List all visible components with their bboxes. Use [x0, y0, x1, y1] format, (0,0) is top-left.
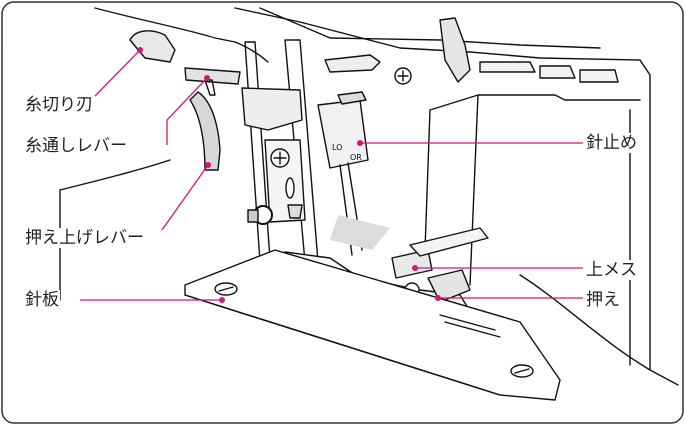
needle-clamp-mark-or: OR: [350, 153, 362, 162]
needle-bar-housing: [241, 87, 303, 131]
threading-lever-arm: [204, 79, 216, 96]
dot-thread-cutter: [137, 47, 143, 53]
leader-presser-lever: [161, 164, 209, 231]
needle-mount-tab: [287, 204, 303, 219]
machine-drawing: [59, 7, 679, 401]
label-needle-clamp: 針止め: [585, 133, 638, 153]
machine-top-ridge: [259, 7, 601, 49]
needle-clamp-top: [337, 91, 367, 105]
dot-needle-clamp: [357, 140, 363, 146]
dot-upper-knife: [412, 265, 418, 271]
dot-threading-lever: [204, 75, 210, 81]
machine-body-left: [94, 7, 269, 63]
top-bracket: [324, 54, 381, 73]
needle-clamp-mark-lo: LO: [332, 143, 342, 152]
leader-dots: [137, 47, 441, 303]
presser-lever-part: [189, 91, 221, 171]
label-presser-lever: 押え上げレバー: [24, 228, 145, 248]
threading-lever-part: [184, 67, 241, 85]
needle-plate-edge: [184, 294, 501, 396]
leader-lines: [80, 49, 583, 301]
dot-presser-lever: [205, 162, 211, 168]
top-clip-1: [479, 61, 619, 83]
upper-knife-arm: [409, 227, 489, 257]
feed-dog-lines: [439, 314, 501, 338]
top-screw-star: [397, 70, 409, 82]
machine-right-panel: [424, 94, 641, 286]
machine-right-bottom: [519, 274, 679, 386]
thread-cutter-part: [129, 30, 176, 63]
side-knob-base: [247, 209, 259, 223]
label-presser-foot: 押え: [585, 290, 621, 310]
needle-plate-screw-left-slot: [218, 286, 234, 292]
needle-mount-slot: [285, 177, 295, 199]
machine-top-housing: [234, 7, 651, 371]
upper-knife-part: [391, 249, 433, 279]
side-shade-panel: [330, 215, 390, 250]
label-upper-knife: 上メス: [585, 260, 638, 280]
dot-presser-foot: [435, 295, 441, 301]
top-fin: [439, 17, 471, 83]
label-thread-cutter: 糸切り刃: [24, 95, 94, 115]
needle-mount-screw-cross: [273, 151, 287, 165]
label-threading-lever: 糸通しレバー: [24, 136, 128, 156]
label-needle-plate: 針板: [24, 290, 60, 310]
needle-plate-screw-right-slot: [514, 368, 530, 374]
leader-threading-lever: [166, 77, 208, 145]
leader-thread-cutter: [94, 49, 141, 97]
dot-needle-plate: [219, 297, 225, 303]
presser-foot-right: [427, 269, 471, 303]
